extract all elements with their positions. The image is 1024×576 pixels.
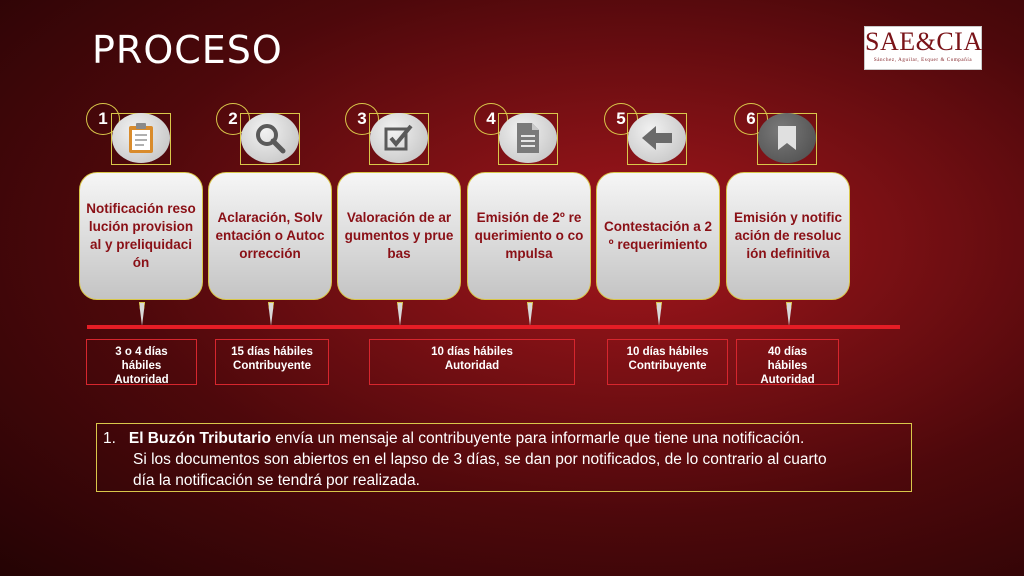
logo-wordmark: SAE&CIA <box>865 27 983 56</box>
step-box: Valoración de argumentos y pruebas <box>337 172 461 300</box>
duration-text: Contribuyente <box>628 360 707 372</box>
duration-text: 10 días hábiles <box>431 346 513 358</box>
clipboard-icon <box>112 113 170 163</box>
step-label: Notificación resolución provisional y pr… <box>86 201 196 270</box>
step-box: Aclaración, Solventación o Autocorrecció… <box>208 172 332 300</box>
logo-tagline: Sánchez, Aguilar, Esquer & Compañía <box>873 58 973 63</box>
duration-box-3: 10 días hábiles Autoridad <box>369 339 575 385</box>
document-icon <box>499 113 557 163</box>
timeline-connector <box>656 302 662 326</box>
duration-text: 15 días hábiles <box>231 346 313 358</box>
duration-box-5: 40 días hábiles Autoridad <box>736 339 839 386</box>
timeline-connector <box>397 302 403 326</box>
step-box: Emisión de 2º requerimiento o compulsa <box>467 172 591 300</box>
duration-box-1: 3 o 4 días hábiles Autoridad <box>86 339 197 386</box>
checkbox-icon <box>370 113 428 163</box>
duration-text: Autoridad <box>114 374 169 386</box>
magnifier-icon <box>241 113 299 163</box>
duration-text: Autoridad <box>444 360 500 372</box>
step-label: Emisión de 2º requerimiento o compulsa <box>474 210 584 261</box>
step-label: Contestación a 2º requerimiento <box>603 219 713 252</box>
step-label: Aclaración, Solventación o Autocorrecció… <box>215 210 325 261</box>
duration-box-2: 15 días hábiles Contribuyente <box>215 339 329 385</box>
note-line-1: envía un mensaje al contribuyente para i… <box>270 430 805 447</box>
timeline-connector <box>786 302 792 326</box>
bookmark-icon <box>758 113 816 163</box>
step-box: Emisión y notificación de resolución def… <box>726 172 850 300</box>
company-logo: SAE&CIA Sánchez, Aguilar, Esquer & Compa… <box>864 26 982 70</box>
step-box: Contestación a 2º requerimiento <box>596 172 720 300</box>
page-title: PROCESO <box>92 28 283 72</box>
step-label: Emisión y notificación de resolución def… <box>733 210 842 261</box>
duration-text: 10 días hábiles <box>626 346 709 358</box>
duration-text: Contribuyente <box>233 360 311 372</box>
duration-text: 40 días <box>768 346 807 358</box>
note-line-3: día la notificación se tendrá por realiz… <box>133 472 420 489</box>
step-label: Valoración de argumentos y pruebas <box>344 210 454 261</box>
duration-text: hábiles <box>121 360 162 372</box>
notification-note: 1. El Buzón Tributario envía un mensaje … <box>96 423 912 492</box>
note-bold-term: El Buzón Tributario <box>128 430 271 447</box>
step-number: 1 <box>86 103 120 135</box>
duration-text: Autoridad <box>760 374 815 386</box>
duration-text: hábiles <box>767 360 808 372</box>
note-line-2: Si los documentos son abiertos en el lap… <box>133 451 827 468</box>
timeline-bar <box>87 325 900 329</box>
duration-box-4: 10 días hábiles Contribuyente <box>607 339 728 385</box>
duration-text: 3 o 4 días <box>115 346 168 358</box>
step-box: Notificación resolución provisional y pr… <box>79 172 203 300</box>
back-arrow-icon <box>628 113 686 163</box>
timeline-connector <box>268 302 274 326</box>
timeline-connector <box>527 302 533 326</box>
timeline-connector <box>139 302 145 326</box>
note-number: 1. <box>103 430 116 447</box>
